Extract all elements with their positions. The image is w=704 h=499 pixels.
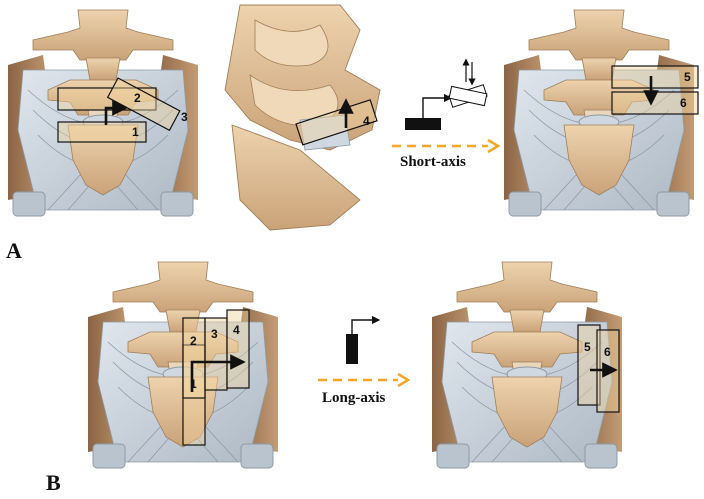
long-axis-label: Long-axis — [322, 390, 386, 406]
label-b5: 5 — [584, 340, 591, 354]
probe-position-3 — [106, 77, 181, 132]
label-1: 1 — [132, 125, 139, 139]
label-3: 3 — [181, 110, 188, 124]
probe-position-b4 — [226, 309, 250, 389]
panel-b-left-probe-boxes: 1 2 3 4 — [182, 309, 250, 446]
label-4: 4 — [363, 114, 370, 128]
panel-a-lateral-illustration: 4 — [224, 4, 381, 231]
label-b4: 4 — [233, 323, 240, 337]
panel-letter-b: B — [46, 470, 61, 495]
panel-letter-a: A — [6, 238, 22, 263]
panel-a-right-probe-boxes: 5 6 — [611, 65, 699, 115]
long-axis-movement-arrow — [190, 354, 246, 392]
long-axis-probe-icon — [346, 315, 381, 364]
probe-position-5 — [611, 65, 699, 89]
label-b6: 6 — [604, 345, 611, 359]
short-axis-probe-icon — [405, 58, 488, 130]
label-5: 5 — [684, 70, 691, 84]
probe-position-1 — [57, 121, 147, 143]
label-2: 2 — [134, 91, 141, 105]
label-b2: 2 — [190, 334, 197, 348]
short-axis-label: Short-axis — [400, 154, 466, 170]
panel-a-probe-boxes: 2 1 3 — [57, 77, 188, 143]
long-axis-arrow-head — [397, 372, 411, 388]
label-6: 6 — [680, 96, 687, 110]
probe-position-4 — [295, 99, 378, 146]
short-axis-arrow-head — [487, 138, 501, 154]
probe-position-b5 — [577, 324, 601, 406]
probe-movement-arrow — [104, 100, 128, 125]
label-b3: 3 — [211, 327, 218, 341]
panel-b-right-probe-boxes: 5 6 — [577, 324, 620, 413]
label-b1: 1 — [190, 377, 197, 391]
